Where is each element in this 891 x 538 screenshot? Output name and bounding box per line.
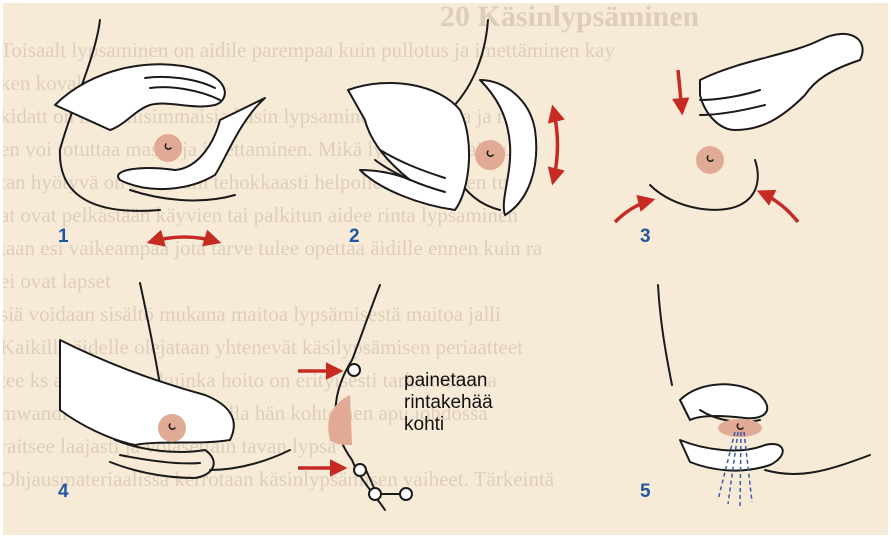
caption-line-2: rintakehää [404,392,493,414]
panel-2-arrow-icon [553,108,558,182]
panel-number-5: 5 [640,481,651,503]
caption-line-3: kohti [404,414,493,436]
caption-line-1: painetaan [404,370,493,392]
panel-1-arrow-icon [150,237,218,242]
panel-2-illustration [348,20,536,215]
panel-1-illustration [55,20,265,211]
panel-3-arrow-top-icon [678,70,682,112]
panel-3-arrow-left-icon [615,200,652,222]
panel-number-4: 4 [58,481,69,503]
side-view-illustration [328,285,412,510]
panel-number-3: 3 [640,226,651,248]
panel-3-arrow-right-icon [760,192,798,222]
panel-5-illustration [658,285,870,474]
panel-number-1: 1 [58,226,69,248]
panel-number-2: 2 [349,226,360,248]
panel-3-illustration [650,34,863,210]
pressure-caption: painetaan rintakehää kohti [404,370,493,436]
panel-4-illustration [60,283,290,478]
